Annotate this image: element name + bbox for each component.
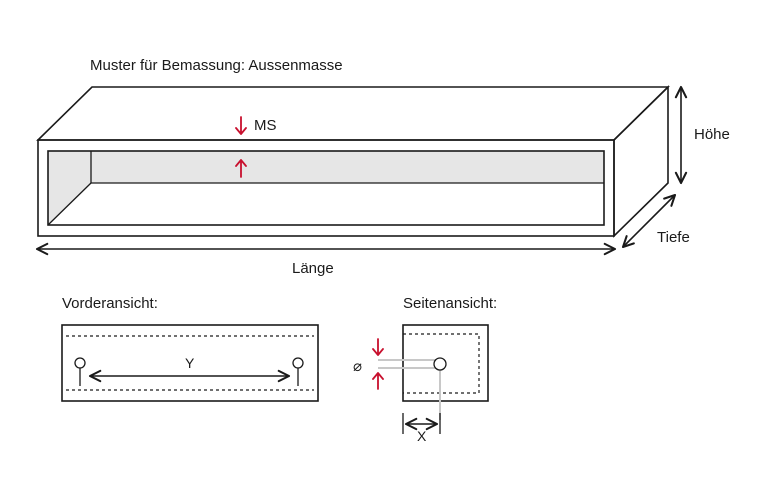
diameter-arrow-up-icon (372, 372, 384, 390)
tiefe-dimension-line (621, 193, 677, 249)
ms-arrows (235, 116, 247, 178)
diameter-symbol: ⌀ (353, 358, 362, 375)
side-view (372, 324, 489, 434)
top-face (36, 86, 670, 141)
front-hole-left (74, 357, 86, 369)
x-label: X (417, 428, 427, 444)
box-3d (36, 85, 670, 238)
front-outer-frame (37, 139, 615, 237)
front-inner-opening (47, 150, 605, 226)
diagram-title: Muster für Bemassung: Aussenmasse (90, 57, 343, 74)
right-face (613, 85, 669, 238)
ms-arrow-up-icon (235, 159, 247, 178)
ms-arrow-down-icon (235, 116, 247, 135)
ms-label: MS (254, 117, 277, 134)
inner-floor-edge (47, 182, 92, 226)
seitenansicht-label: Seitenansicht: (403, 295, 497, 312)
vorderansicht-label: Vorderansicht: (62, 295, 158, 312)
front-view-outline (61, 324, 319, 402)
y-label: Y (185, 355, 195, 371)
tiefe-label: Tiefe (657, 229, 690, 246)
inner-back-panel (91, 151, 604, 183)
hoehe-label: Höhe (694, 126, 730, 143)
side-view-outline (402, 324, 489, 402)
front-view (61, 324, 319, 402)
side-hole (433, 357, 447, 371)
side-view-dashed-inner (403, 333, 480, 394)
inner-left-panel (48, 151, 91, 225)
front-hole-right (292, 357, 304, 369)
diameter-arrow-down-icon (372, 338, 384, 356)
laenge-label: Länge (292, 260, 334, 277)
